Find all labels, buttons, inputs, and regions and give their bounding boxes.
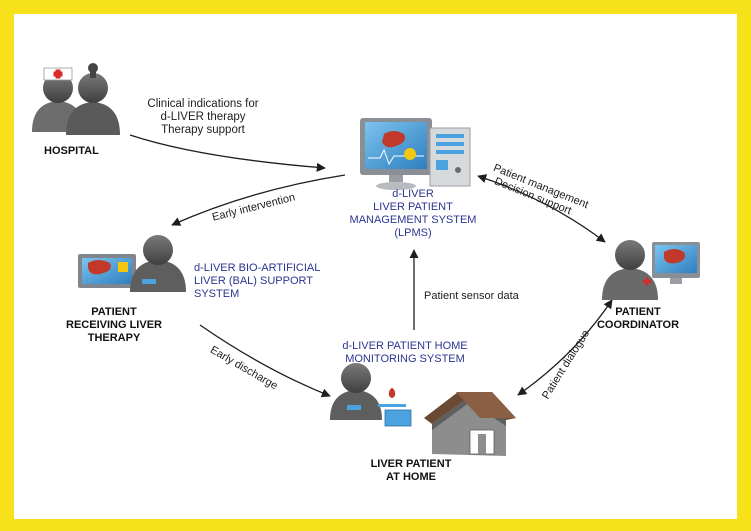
patient-therapy-line-2: RECEIVING LIVER: [66, 319, 162, 331]
lpms-label: d-LIVER LIVER PATIENT MANAGEMENT SYSTEM …: [318, 188, 508, 240]
coordinator-line-1: PATIENT: [615, 306, 661, 318]
coordinator-line-2: COORDINATOR: [596, 319, 680, 331]
hospital-staff-icon: [32, 63, 120, 135]
home-patient-figure-icon: [330, 363, 382, 420]
arrow-early-discharge: [199, 324, 331, 398]
bal-device-icon: [78, 254, 136, 288]
edge-clinical-line-2: d-LIVER therapy: [160, 111, 246, 123]
home-patient-line-2: AT HOME: [386, 471, 436, 483]
house-icon: [424, 392, 516, 456]
lpms-line-2: LIVER PATIENT: [373, 201, 453, 213]
bal-line-1: d-LIVER BIO-ARTIFICIAL: [194, 262, 321, 274]
home-patient-label: LIVER PATIENT AT HOME: [356, 458, 466, 484]
patient-therapy-label: PATIENT RECEIVING LIVER THERAPY: [54, 306, 174, 345]
bal-line-3: SYSTEM: [194, 288, 240, 300]
bal-line-2: LIVER (BAL) SUPPORT: [194, 275, 313, 287]
arrow-patient-management: [477, 174, 606, 243]
lpms-line-3: MANAGEMENT SYSTEM: [349, 214, 477, 226]
arrow-patient-dialogue: [517, 299, 613, 396]
coordinator-monitor-icon: [652, 242, 700, 284]
home-monitoring-line-1: d-LIVER PATIENT HOME: [342, 340, 468, 352]
arrow-hospital-to-lpms: [129, 134, 326, 172]
home-monitoring-line-2: MONITORING SYSTEM: [345, 353, 465, 365]
coordinator-figure-icon: [602, 240, 658, 300]
arrow-early-intervention: [171, 174, 346, 226]
coordinator-label: PATIENT COORDINATOR: [588, 306, 688, 332]
edge-clinical-line-3: Therapy support: [161, 124, 245, 136]
patient-therapy-line-1: PATIENT: [91, 306, 137, 318]
hospital-label: HOSPITAL: [44, 145, 99, 157]
home-monitoring-label: d-LIVER PATIENT HOME MONITORING SYSTEM: [330, 340, 480, 366]
patient-therapy-figure-icon: [130, 235, 186, 292]
lpms-line-4: (LPMS): [394, 227, 432, 239]
patient-therapy-line-3: THERAPY: [87, 332, 141, 344]
lpms-line-1: d-LIVER: [392, 188, 434, 200]
edge-clinical-line-1: Clinical indications for: [147, 98, 259, 110]
home-monitoring-device-icon: [378, 388, 412, 427]
edge-label-patient-sensor-data: Patient sensor data: [424, 290, 519, 302]
home-patient-line-1: LIVER PATIENT: [370, 458, 452, 470]
bal-label: d-LIVER BIO-ARTIFICIAL LIVER (BAL) SUPPO…: [194, 262, 320, 301]
lpms-computer-icon: [360, 118, 471, 190]
edge-label-clinical-indications: Clinical indications for d-LIVER therapy…: [128, 98, 278, 137]
